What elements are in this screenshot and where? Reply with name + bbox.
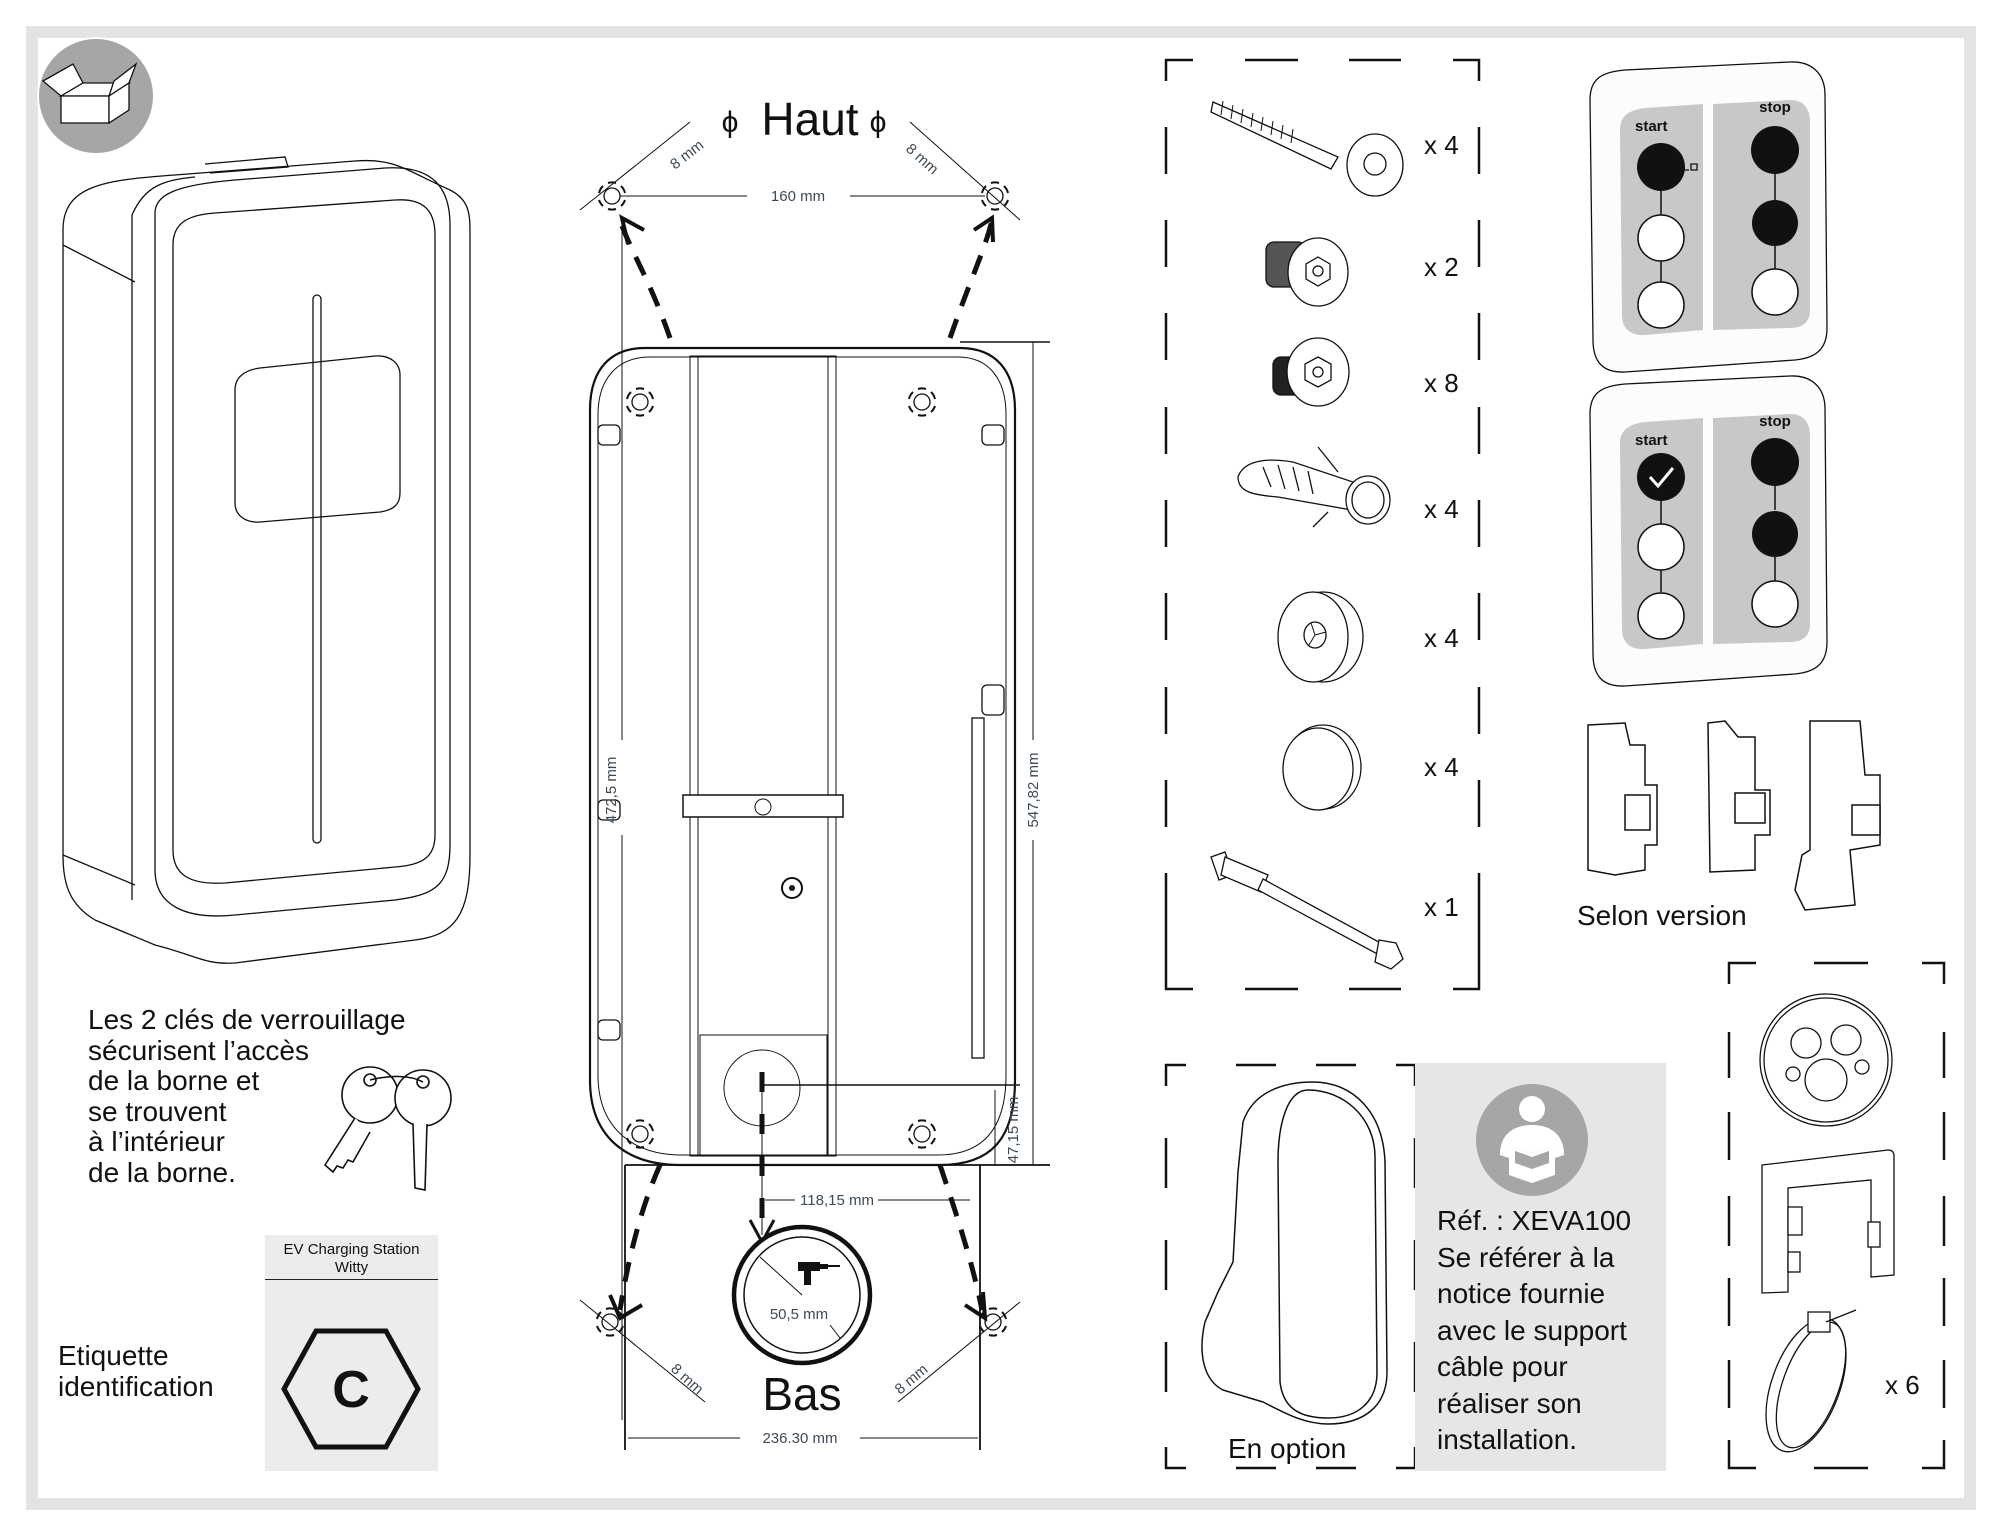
qty-torx-bit: x 1 — [1424, 892, 1459, 922]
dim-top-left-hole: 8 mm — [667, 137, 707, 173]
label-header: EV Charging Station Witty — [283, 1241, 420, 1276]
qty-washer: x 4 — [1424, 623, 1459, 653]
wall-plug-icon — [1237, 446, 1391, 528]
qty-cable-tie: x 6 — [1885, 1370, 1920, 1400]
label-divider — [265, 1279, 438, 1280]
keys-description: Les 2 clés de verrouillage sécurisent l’… — [88, 1004, 406, 1188]
start-stop-panel-1: start stop — [1589, 61, 1828, 373]
panel2-start-title: start — [1635, 432, 1668, 449]
dim-bottom-left-hole: 8 mm — [667, 1360, 706, 1398]
top-right-hole — [981, 181, 1009, 211]
torx-bit-icon — [1210, 851, 1404, 970]
dim-right-height: 547,82 mm — [1025, 752, 1042, 827]
cable-gland-icon — [1759, 993, 1893, 1127]
charging-station-drawing — [62, 156, 471, 964]
breakers-caption: Selon version — [1577, 900, 1747, 931]
qty-wall-plug: x 4 — [1424, 494, 1459, 524]
option-box — [1164, 1063, 1417, 1470]
phi-symbol-right: ϕ — [870, 106, 887, 139]
wood-screw-icon — [1210, 100, 1404, 197]
washer-icon — [1277, 591, 1364, 683]
label-caption: Etiquette identification — [58, 1340, 214, 1402]
open-box-icon — [37, 37, 155, 155]
hexagon-icon: C — [281, 1328, 421, 1450]
cover-cap-icon — [1282, 724, 1362, 811]
option-note-box: Réf. : XEVA100 Se référer à la notice fo… — [1415, 1063, 1666, 1471]
mounting-bracket-icon — [1761, 1149, 1895, 1294]
cable-tie-icon — [1765, 1309, 1857, 1453]
qty-security-screw-long: x 2 — [1424, 252, 1459, 282]
security-screw-short-icon — [1272, 337, 1350, 407]
security-screw-long-icon — [1265, 237, 1349, 307]
read-manual-icon — [1476, 1084, 1588, 1196]
breakers-illustration — [1587, 720, 1881, 911]
cable-holder-icon — [1201, 1081, 1388, 1425]
dim-half-width: 118,15 mm — [800, 1192, 874, 1209]
start-stop-panel-2: start stop — [1589, 375, 1828, 687]
qty-security-screw-short: x 8 — [1424, 368, 1459, 398]
qty-cover-cap: x 4 — [1424, 752, 1459, 782]
drill-icon — [798, 1262, 840, 1285]
dim-top-right-hole: 8 mm — [902, 140, 941, 178]
option-note-text: Réf. : XEVA100 Se référer à la notice fo… — [1437, 1205, 1632, 1455]
accessories-box — [1727, 961, 1946, 1470]
dim-hole-diameter: 50,5 mm — [770, 1306, 828, 1323]
dim-bottom-width: 236.30 mm — [762, 1430, 837, 1447]
dim-left-height: 472,5 mm — [603, 757, 620, 824]
top-label: Haut — [761, 93, 858, 145]
panel2-stop-title: stop — [1759, 413, 1791, 430]
option-caption: En option — [1228, 1433, 1347, 1464]
hardware-box — [1164, 58, 1481, 991]
bottom-label: Bas — [762, 1368, 841, 1420]
panel1-start-title: start — [1635, 118, 1668, 135]
dim-top-width: 160 mm — [771, 188, 825, 205]
checkmark-icon — [1648, 467, 1675, 489]
mounting-diagram: Haut ϕ ϕ 8 mm 8 mm 160 mm 472,5 mm 547,8… — [579, 93, 1050, 1450]
qty-wood-screw: x 4 — [1424, 130, 1459, 160]
label-symbol: C — [332, 1361, 370, 1419]
panel1-stop-title: stop — [1759, 99, 1791, 116]
phi-symbol-left: ϕ — [722, 106, 739, 139]
identification-label: EV Charging Station Witty C — [265, 1235, 438, 1471]
dim-bottom-offset: 47,15 mm — [1005, 1097, 1022, 1164]
keys-icon — [323, 1066, 452, 1191]
